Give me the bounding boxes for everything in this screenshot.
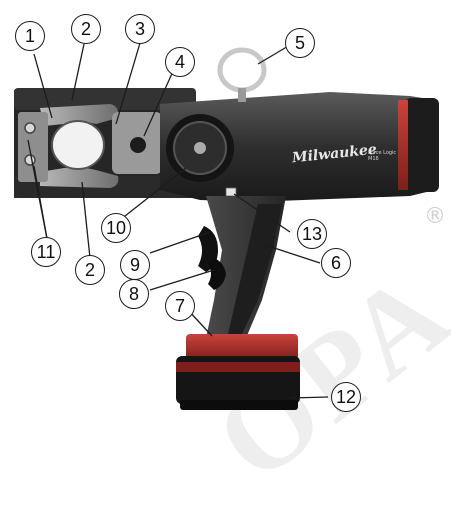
callout-11: 11 [31, 237, 61, 267]
main-body [160, 92, 435, 202]
hanging-ring-mount [238, 88, 246, 102]
callout-6: 6 [321, 248, 351, 278]
rotating-head-hub [194, 142, 206, 154]
die-side-plate [18, 112, 48, 182]
model-label-line-1: Force Logic [368, 150, 397, 156]
grip-overmold [228, 204, 282, 334]
watermark-registered-symbol: ® [424, 204, 446, 229]
callout-9: 9 [120, 250, 150, 280]
callout-3: 3 [125, 14, 155, 44]
callout-4: 4 [165, 47, 195, 77]
diagram-stage: OPA ® [14, 14, 451, 506]
retract-trigger [208, 258, 226, 290]
callout-8: 8 [119, 279, 149, 309]
end-cap [405, 98, 439, 192]
callout-13: 13 [297, 219, 327, 249]
crimp-head-top-bar [14, 88, 196, 110]
hanging-ring [217, 47, 267, 93]
die-pin-upper [24, 122, 36, 134]
callout-5: 5 [285, 28, 315, 58]
battery-base [180, 400, 298, 410]
callout-2-top: 2 [71, 14, 101, 44]
model-label-line-2: M18 [368, 156, 379, 162]
battery-top [186, 334, 298, 360]
crimping-tool-illustration [14, 42, 439, 410]
callout-12: 12 [331, 382, 361, 412]
crimp-opening [51, 120, 105, 170]
callout-1: 1 [15, 21, 45, 51]
callout-2-bottom: 2 [75, 255, 105, 285]
battery-red-band [176, 362, 300, 372]
end-cap-red-band [398, 100, 408, 190]
callout-7: 7 [165, 291, 195, 321]
die-pin-lower [24, 154, 36, 166]
callout-10: 10 [101, 213, 131, 243]
upper-die [40, 104, 119, 126]
model-label: Force Logic M18 [368, 150, 396, 162]
lower-die [40, 167, 119, 188]
release-screw [130, 137, 146, 153]
leader-lines [27, 42, 329, 399]
